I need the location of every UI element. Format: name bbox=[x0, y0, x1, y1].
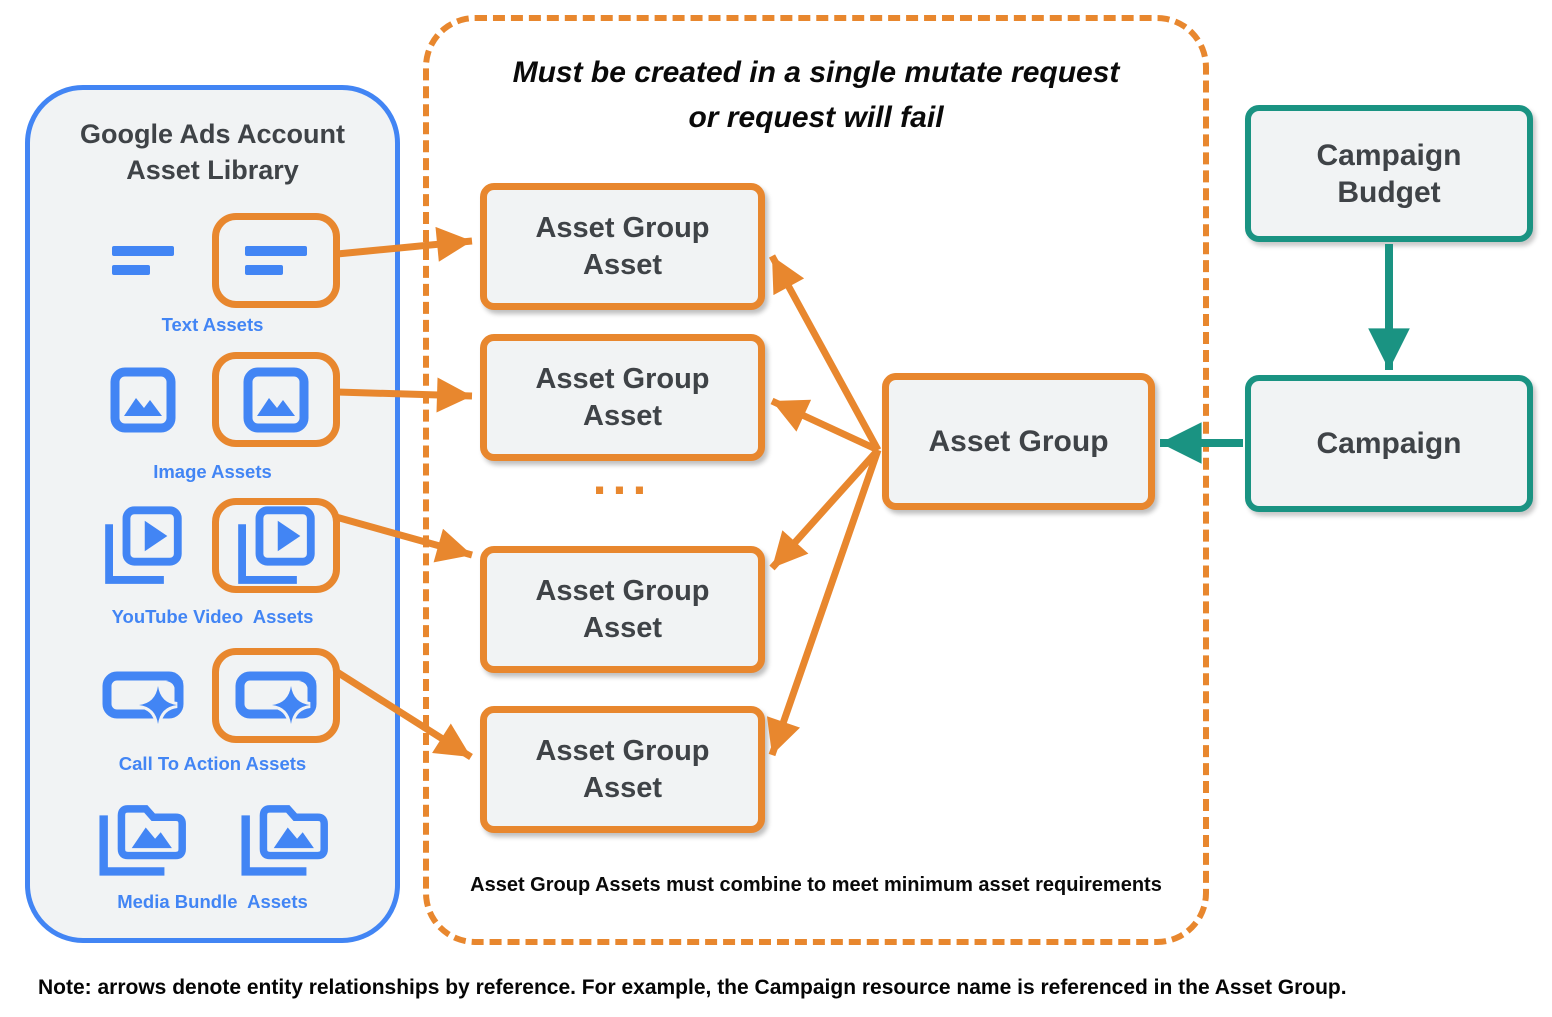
asset-group-label: Asset Group bbox=[928, 425, 1109, 458]
youtube-video-asset-icon bbox=[237, 505, 315, 584]
campaign-budget-box: Campaign Budget bbox=[1245, 105, 1533, 242]
selected-asset-outline bbox=[211, 213, 340, 308]
asset-requirements-note: Asset Group Assets must combine to meet … bbox=[470, 874, 1162, 896]
asset-group-asset-box-2: Asset Group Asset bbox=[480, 334, 765, 461]
asset-group-asset-box-4: Asset Group Asset bbox=[480, 706, 765, 833]
asset-group-asset-label: Asset Group Asset bbox=[535, 574, 710, 644]
selected-asset-outline bbox=[211, 498, 340, 593]
campaign-box: Campaign bbox=[1245, 375, 1533, 512]
call-to-action-assets-row bbox=[30, 648, 395, 743]
youtube-video-assets-row bbox=[30, 498, 395, 593]
image-asset-icon bbox=[243, 367, 308, 432]
campaign-label: Campaign bbox=[1316, 427, 1462, 460]
media-bundle-asset-icon bbox=[85, 795, 199, 876]
media-bundle-asset-icon bbox=[227, 795, 341, 876]
image-assets-label: Image Assets bbox=[153, 461, 272, 482]
asset-library-title: Google Ads Account Asset Library bbox=[79, 119, 345, 185]
text-asset-icon bbox=[244, 245, 307, 275]
call-to-action-asset-icon bbox=[86, 655, 200, 736]
asset-group-box: Asset Group bbox=[882, 373, 1155, 510]
asset-group-asset-box-3: Asset Group Asset bbox=[480, 546, 765, 673]
text-assets-label: Text Assets bbox=[161, 314, 264, 335]
mutate-request-title: Must be created in a single mutate reque… bbox=[512, 56, 1120, 134]
call-to-action-assets-label: Call To Action Assets bbox=[118, 753, 307, 774]
image-asset-icon bbox=[86, 359, 200, 440]
image-assets-row bbox=[30, 352, 395, 447]
youtube-video-assets-label: YouTube Video Assets bbox=[111, 606, 314, 627]
selected-asset-outline bbox=[211, 648, 340, 743]
media-bundle-assets-label: Media Bundle Assets bbox=[117, 891, 308, 912]
footer-note: Note: arrows denote entity relationships… bbox=[38, 976, 1347, 999]
campaign-budget-label: Campaign Budget bbox=[1316, 138, 1462, 209]
text-asset-icon bbox=[86, 220, 200, 301]
call-to-action-asset-icon bbox=[235, 671, 317, 725]
more-assets-ellipsis: ... bbox=[592, 449, 653, 505]
asset-group-asset-label: Asset Group Asset bbox=[535, 211, 710, 281]
asset-group-asset-label: Asset Group Asset bbox=[535, 362, 710, 432]
media-bundle-assets-row bbox=[30, 790, 395, 880]
asset-group-asset-box-1: Asset Group Asset bbox=[480, 183, 765, 310]
youtube-video-asset-icon bbox=[86, 505, 200, 586]
text-assets-row bbox=[30, 213, 395, 308]
selected-asset-outline bbox=[211, 352, 340, 447]
asset-library-panel: Google Ads Account Asset Library Text As… bbox=[25, 85, 400, 943]
asset-group-asset-label: Asset Group Asset bbox=[535, 734, 710, 804]
